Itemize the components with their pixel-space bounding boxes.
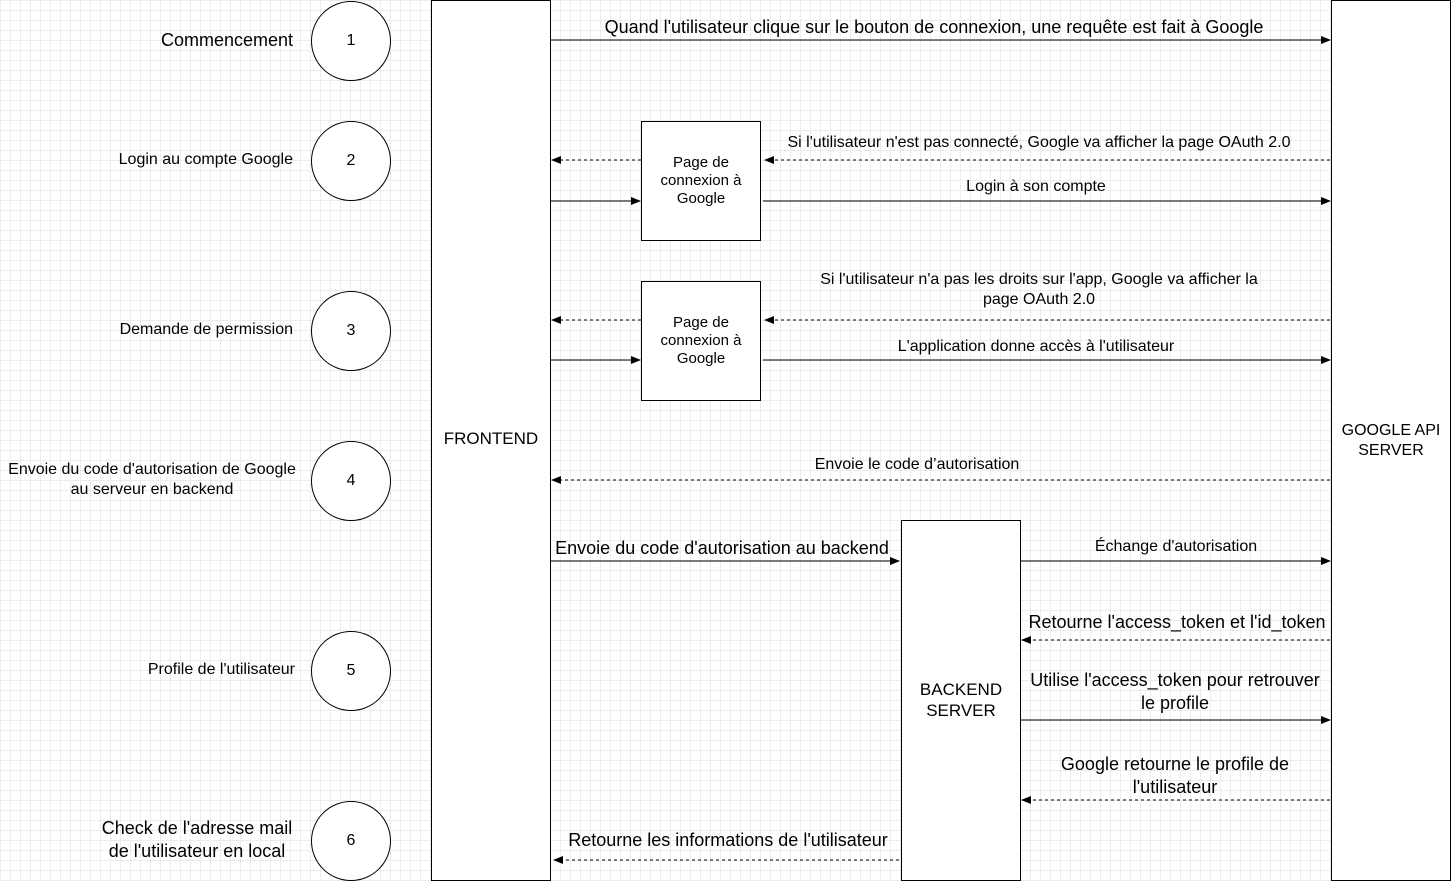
frontend-label: FRONTEND — [443, 429, 539, 449]
step-label-6: Check de l'adresse mail de l'utilisateur… — [101, 818, 293, 861]
message-label-4: Si l'utilisateur n'a pas les droits sur … — [820, 271, 1258, 308]
step-circle-6: 6 — [311, 801, 391, 881]
backend-label: BACKEND SERVER — [919, 680, 1003, 720]
message-label-6: Envoie le code d’autorisation — [814, 456, 1020, 473]
message-label-10: Utilise l'access_token pour retrouver le… — [1030, 670, 1320, 713]
step-circle-3: 3 — [311, 291, 391, 371]
step-number-1: 1 — [346, 32, 356, 49]
oauth-page-box-2: Page de connexion à Google — [641, 281, 761, 401]
step-number-5: 5 — [346, 662, 356, 679]
message-label-12: Retourne les informations de l'utilisate… — [568, 830, 888, 850]
message-label-7: Envoie du code d'autorisation au backend — [555, 538, 889, 558]
message-label-5: L'application donne accès à l'utilisateu… — [897, 338, 1175, 355]
step-circle-4: 4 — [311, 441, 391, 521]
step-label-2: Login au compte Google — [118, 151, 293, 168]
step-label-5: Profile de l'utilisateur — [147, 661, 295, 678]
step-label-4: Envoie du code d'autorisation de Google … — [8, 461, 296, 498]
message-label-3: Login à son compte — [966, 178, 1106, 195]
step-label-1: Commencement — [160, 30, 293, 50]
step-number-6: 6 — [346, 832, 356, 849]
step-label-3: Demande de permission — [119, 321, 293, 338]
step-circle-5: 5 — [311, 631, 391, 711]
message-label-9: Retourne l'access_token et l'id_token — [1028, 612, 1326, 632]
step-circle-1: 1 — [311, 1, 391, 81]
oauth-page-label-1: Page de connexion à Google — [660, 154, 742, 207]
oauth-page-box-1: Page de connexion à Google — [641, 121, 761, 241]
message-label-1: Quand l'utilisateur clique sur le bouton… — [604, 17, 1264, 37]
backend-server-box: BACKEND SERVER — [901, 520, 1021, 881]
oauth-page-label-2: Page de connexion à Google — [660, 314, 742, 367]
step-circle-2: 2 — [311, 121, 391, 201]
message-label-2: Si l'utilisateur n'est pas connecté, Goo… — [787, 134, 1291, 151]
step-number-3: 3 — [346, 322, 356, 339]
step-number-4: 4 — [346, 472, 356, 489]
google-api-label: GOOGLE API SERVER — [1341, 422, 1441, 459]
message-label-8: Échange d'autorisation — [1094, 538, 1258, 555]
message-label-11: Google retourne le profile de l'utilisat… — [1060, 754, 1290, 797]
frontend-lane: FRONTEND — [431, 0, 551, 881]
step-number-2: 2 — [346, 152, 356, 169]
google-api-lane: GOOGLE API SERVER — [1331, 0, 1451, 881]
